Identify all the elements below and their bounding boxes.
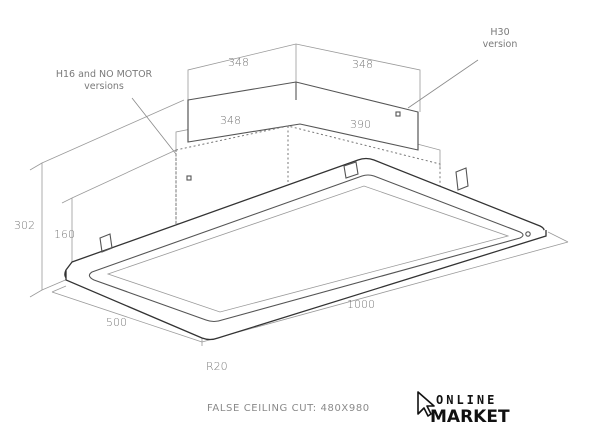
dim-label-1000: 1000 — [347, 298, 375, 311]
ext-line-302-top — [41, 99, 185, 164]
bracket-left — [99, 233, 113, 253]
logo-bottom-text: MARKET — [430, 407, 510, 427]
dim-line-302 — [29, 162, 43, 298]
dim-label-500: 500 — [106, 316, 127, 329]
dim-label-390: 390 — [350, 118, 371, 131]
ext-line-160-top — [71, 149, 177, 199]
bracket-right — [455, 167, 469, 191]
false-ceiling-caption: FALSE CEILING CUT: 480X980 — [207, 403, 370, 414]
h30-upper-box — [187, 81, 419, 151]
dimension-lines — [29, 43, 569, 346]
ext-line-500-left — [51, 285, 67, 293]
dim-label-160: 160 — [54, 228, 75, 241]
panel-inner-frame — [88, 174, 524, 323]
panel-led — [525, 231, 531, 237]
hood-panel — [64, 157, 547, 341]
dim-label-r20: R20 — [206, 360, 228, 373]
note-h30-line2: version — [483, 39, 518, 50]
bracket-top — [343, 161, 359, 179]
dim-line-1000 — [201, 241, 569, 343]
note-h30-line1: H30 — [490, 27, 509, 38]
h16-lower-box — [175, 125, 441, 225]
logo-top-text: ONLINE — [436, 393, 497, 407]
dimension-labels: 348 348 348 390 302 160 1000 500 R20 — [14, 56, 375, 373]
notes: H30 version H16 and NO MOTOR versions — [56, 27, 518, 92]
dim-label-348-top-left: 348 — [228, 56, 249, 69]
panel-glass — [106, 185, 510, 313]
dim-label-302: 302 — [14, 219, 35, 232]
dim-line-top-right — [295, 43, 421, 112]
ext-line-302-bottom — [41, 277, 71, 291]
cursor-icon — [417, 391, 435, 417]
dim-label-348-top-right: 348 — [352, 58, 373, 71]
upper-box-screw — [395, 111, 401, 117]
leaders — [131, 59, 479, 155]
onlinemarket-logo: ONLINE MARKET — [417, 391, 510, 427]
dim-label-348-inner: 348 — [220, 114, 241, 127]
ext-line-1000-right — [547, 231, 569, 243]
dim-line-500 — [51, 291, 203, 343]
leader-h30 — [407, 59, 479, 109]
lower-box-screw — [186, 175, 192, 181]
dim-line-top-left — [187, 43, 297, 100]
note-h16-line1: H16 and NO MOTOR — [56, 69, 153, 80]
leader-h16 — [131, 97, 177, 155]
note-h16-line2: versions — [84, 81, 124, 92]
